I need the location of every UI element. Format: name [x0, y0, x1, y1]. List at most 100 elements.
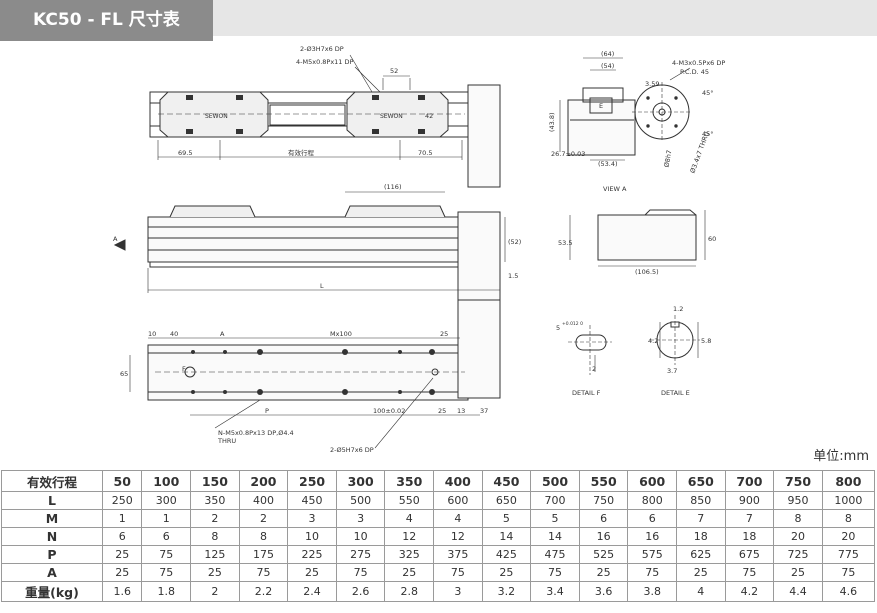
table-cell: 350: [190, 491, 240, 510]
table-cell: 25: [287, 563, 337, 582]
table-cell: 1.6: [101, 581, 143, 602]
viewa-dim-64: (64): [601, 50, 614, 58]
detail-e-drawing: [650, 315, 700, 365]
table-cell: 75: [238, 563, 289, 582]
viewa-note-pcd: P.C.D. 45: [680, 68, 709, 76]
top-dim-52: 52: [390, 67, 398, 75]
top-view: SEWON SEWON: [149, 54, 501, 188]
table-cell: 20: [821, 527, 876, 546]
table-cell: 4.2: [724, 581, 775, 602]
header-stroke-cell: 450: [481, 470, 532, 492]
header-label-cell: 有效行程: [1, 470, 103, 492]
viewa-label-E: E: [599, 102, 603, 110]
table-cell: 2: [238, 509, 289, 528]
table-cell: 14: [481, 527, 532, 546]
header-stroke-cell: 700: [724, 470, 775, 492]
table-cell: 325: [384, 545, 435, 564]
table-cell: 550: [384, 491, 435, 510]
table-cell: 6: [627, 509, 677, 528]
view-a-drawing: [559, 57, 692, 161]
bottom-view: [129, 299, 501, 449]
table-cell: 75: [141, 545, 192, 564]
header-stroke-cell: 650: [676, 470, 726, 492]
svg-text:SEWON: SEWON: [205, 113, 228, 120]
row-label-cell: L: [1, 491, 103, 510]
table-cell: 25: [481, 563, 532, 582]
header-stroke-cell: 750: [773, 470, 823, 492]
table-cell: 3.8: [627, 581, 677, 602]
table-cell: 450: [287, 491, 337, 510]
detailf-dim-2: 2: [592, 365, 596, 373]
table-cell: 1.8: [141, 581, 192, 602]
table-cell: 8: [773, 509, 823, 528]
bottom-dim-10: 10: [148, 330, 156, 338]
table-cell: 725: [773, 545, 823, 564]
header-stroke-cell: 400: [433, 470, 483, 492]
bottom-dim-40: 40: [170, 330, 178, 338]
table-cell: 25: [101, 563, 143, 582]
end-view-drawing: [569, 209, 706, 267]
end-dim-60: 60: [708, 235, 716, 243]
table-cell: 425: [481, 545, 532, 564]
table-cell: 2.8: [384, 581, 435, 602]
bottom-label-F: F: [182, 365, 186, 373]
viewa-caption: VIEW A: [603, 185, 627, 193]
row-label-cell: A: [1, 563, 103, 582]
table-cell: 1000: [821, 491, 876, 510]
table-cell: 775: [821, 545, 876, 564]
top-dim-right: 70.5: [418, 149, 432, 157]
detail-f-drawing: [568, 325, 612, 375]
side-dim-15: 1.5: [508, 272, 518, 280]
viewa-dim-438: (43.8): [548, 112, 556, 132]
row-label-cell: N: [1, 527, 103, 546]
table-cell: 4.6: [821, 581, 876, 602]
table-cell: 500: [335, 491, 386, 510]
table-cell: 5: [481, 509, 532, 528]
table-cell: 25: [190, 563, 240, 582]
row-label-cell: 重量(kg): [1, 581, 103, 602]
table-cell: 14: [530, 527, 580, 546]
table-cell: 3.4: [530, 581, 580, 602]
viewa-angle-45b: 45°: [702, 130, 714, 138]
table-cell: 8: [190, 527, 240, 546]
table-cell: 275: [335, 545, 386, 564]
viewa-dim-359: 3.59: [645, 80, 659, 88]
table-cell: 16: [578, 527, 629, 546]
side-dim-52: (52): [508, 238, 521, 246]
detaile-dim-37: 3.7: [667, 367, 677, 375]
table-cell: 125: [190, 545, 240, 564]
bottom-dim-37: 37: [480, 407, 488, 415]
table-cell: 6: [578, 509, 629, 528]
table-cell: 3.6: [578, 581, 629, 602]
table-cell: 3: [287, 509, 337, 528]
table-cell: 75: [141, 563, 192, 582]
header-stroke-cell: 150: [190, 470, 240, 492]
table-cell: 25: [578, 563, 629, 582]
detaile-dim-42: 4.2: [648, 337, 658, 345]
detailf-dim-5: 5: [556, 324, 560, 332]
table-cell: 75: [821, 563, 876, 582]
header-stroke-cell: 50: [101, 470, 143, 492]
bottom-dim-65: 65: [120, 370, 128, 378]
header-stroke-cell: 350: [384, 470, 435, 492]
row-label-cell: P: [1, 545, 103, 564]
table-cell: 75: [335, 563, 386, 582]
top-dim-42: 42: [425, 112, 433, 120]
table-cell: 16: [627, 527, 677, 546]
header-stroke-cell: 200: [238, 470, 289, 492]
bottom-note-taps: N-M5x0.8Px13 DP,Ø4.4: [218, 429, 294, 437]
table-cell: 20: [773, 527, 823, 546]
table-cell: 2.6: [335, 581, 386, 602]
svg-text:SEWON: SEWON: [380, 113, 403, 120]
top-stroke-label: 有效行程: [288, 148, 315, 157]
viewa-dim-54: (54): [601, 62, 614, 70]
page-title: KC50 - FL 尺寸表: [0, 0, 213, 41]
table-cell: 1: [101, 509, 143, 528]
header-stroke-cell: 600: [627, 470, 677, 492]
